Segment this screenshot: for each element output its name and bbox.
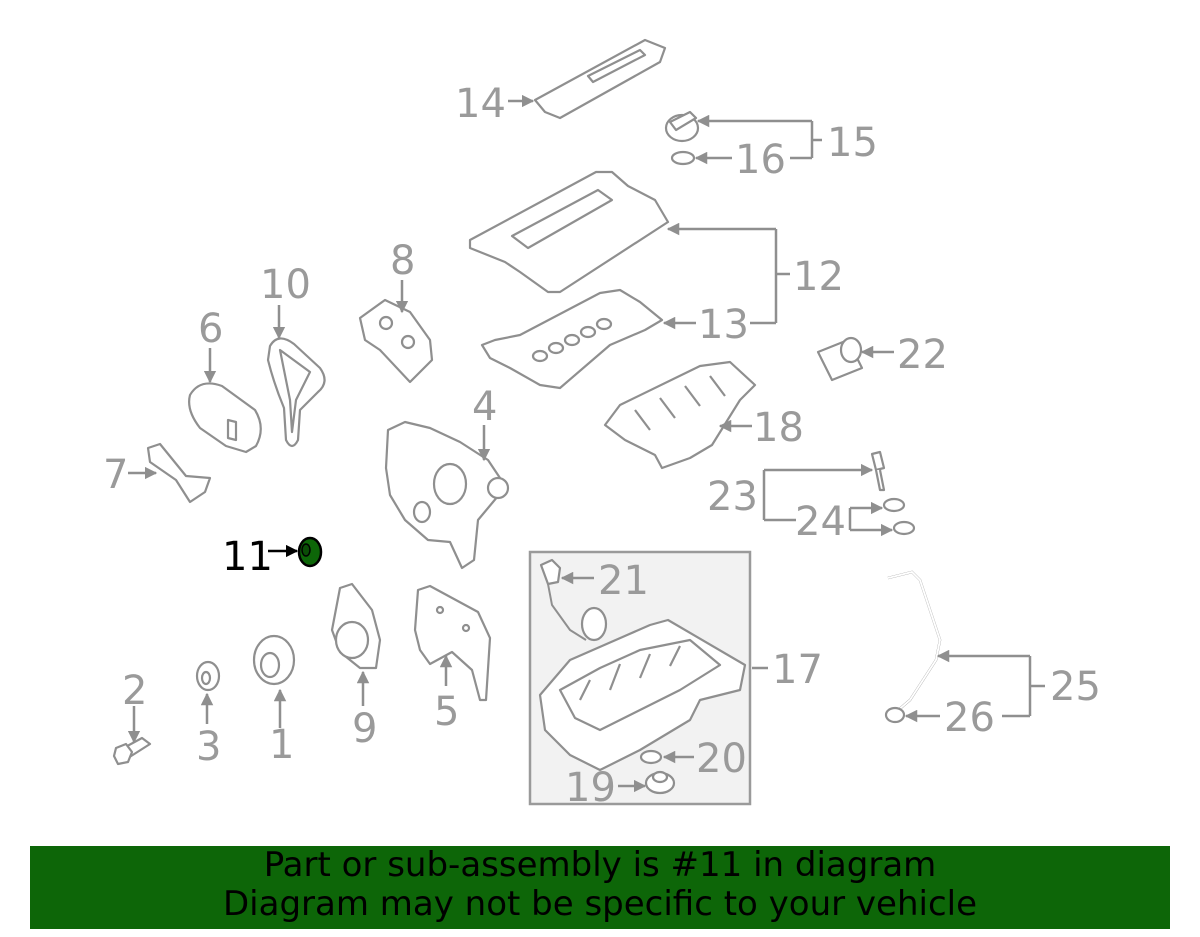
callout-13: 13 bbox=[698, 302, 749, 348]
callout-11: 11 bbox=[222, 534, 273, 580]
part-11-seal-highlighted[interactable] bbox=[297, 536, 323, 568]
part-13-valve-cover-gasket[interactable] bbox=[480, 288, 664, 390]
callout-2: 2 bbox=[122, 668, 147, 714]
callout-8: 8 bbox=[390, 238, 415, 284]
part-14-engine-cover[interactable] bbox=[533, 38, 667, 120]
callout-7: 7 bbox=[103, 452, 128, 498]
banner-line-1: Part or sub-assembly is #11 in diagram bbox=[263, 845, 937, 885]
callout-24: 24 bbox=[795, 499, 846, 545]
callout-5: 5 bbox=[434, 689, 459, 735]
part-18-oil-baffle[interactable] bbox=[603, 360, 757, 470]
callout-23: 23 bbox=[707, 474, 758, 520]
callout-3: 3 bbox=[196, 724, 221, 770]
part-15-oil-filler-cap[interactable] bbox=[664, 110, 700, 143]
callout-17: 17 bbox=[772, 647, 823, 693]
part-22-oil-filter[interactable] bbox=[816, 336, 864, 382]
callout-4: 4 bbox=[472, 384, 497, 430]
part-7-chain-guide[interactable] bbox=[146, 442, 212, 504]
banner-line-2: Diagram may not be specific to your vehi… bbox=[222, 884, 978, 924]
part-4-front-cover[interactable] bbox=[384, 420, 510, 570]
callout-22: 22 bbox=[897, 332, 948, 378]
part-16-cap-seal[interactable] bbox=[670, 150, 696, 166]
part-10-timing-chain[interactable] bbox=[266, 337, 326, 448]
part-23-dipstick[interactable] bbox=[870, 450, 886, 492]
callout-26: 26 bbox=[944, 695, 995, 741]
callout-6: 6 bbox=[198, 306, 223, 352]
callout-21: 21 bbox=[598, 558, 649, 604]
callout-18: 18 bbox=[753, 405, 804, 451]
callout-25: 25 bbox=[1050, 664, 1101, 710]
callout-14: 14 bbox=[455, 81, 506, 127]
part-17-oil-pan-assembly[interactable] bbox=[528, 550, 752, 806]
part-1-crankshaft-pulley[interactable] bbox=[252, 634, 296, 686]
callout-16: 16 bbox=[735, 137, 786, 183]
part-25-dipstick-tube[interactable] bbox=[887, 570, 942, 713]
callout-1: 1 bbox=[269, 722, 294, 768]
part-12-valve-cover[interactable] bbox=[468, 170, 670, 294]
callout-19: 19 bbox=[565, 765, 616, 811]
part-24-o-rings[interactable] bbox=[882, 497, 916, 536]
part-26-tube-seal[interactable] bbox=[884, 706, 906, 724]
callout-9: 9 bbox=[352, 706, 377, 752]
part-2-bolt[interactable] bbox=[112, 736, 152, 766]
callout-15: 15 bbox=[827, 120, 878, 166]
part-9-oil-pump[interactable] bbox=[330, 582, 382, 670]
part-3-washer[interactable] bbox=[195, 660, 221, 692]
part-info-banner: Part or sub-assembly is #11 in diagram D… bbox=[30, 846, 1170, 929]
part-6-timing-cover[interactable] bbox=[188, 382, 262, 454]
part-8-timing-cover-upper[interactable] bbox=[358, 298, 434, 384]
callout-10: 10 bbox=[260, 262, 311, 308]
callout-20: 20 bbox=[696, 736, 747, 782]
part-5-cover-plate[interactable] bbox=[413, 584, 492, 702]
callout-12: 12 bbox=[793, 254, 844, 300]
